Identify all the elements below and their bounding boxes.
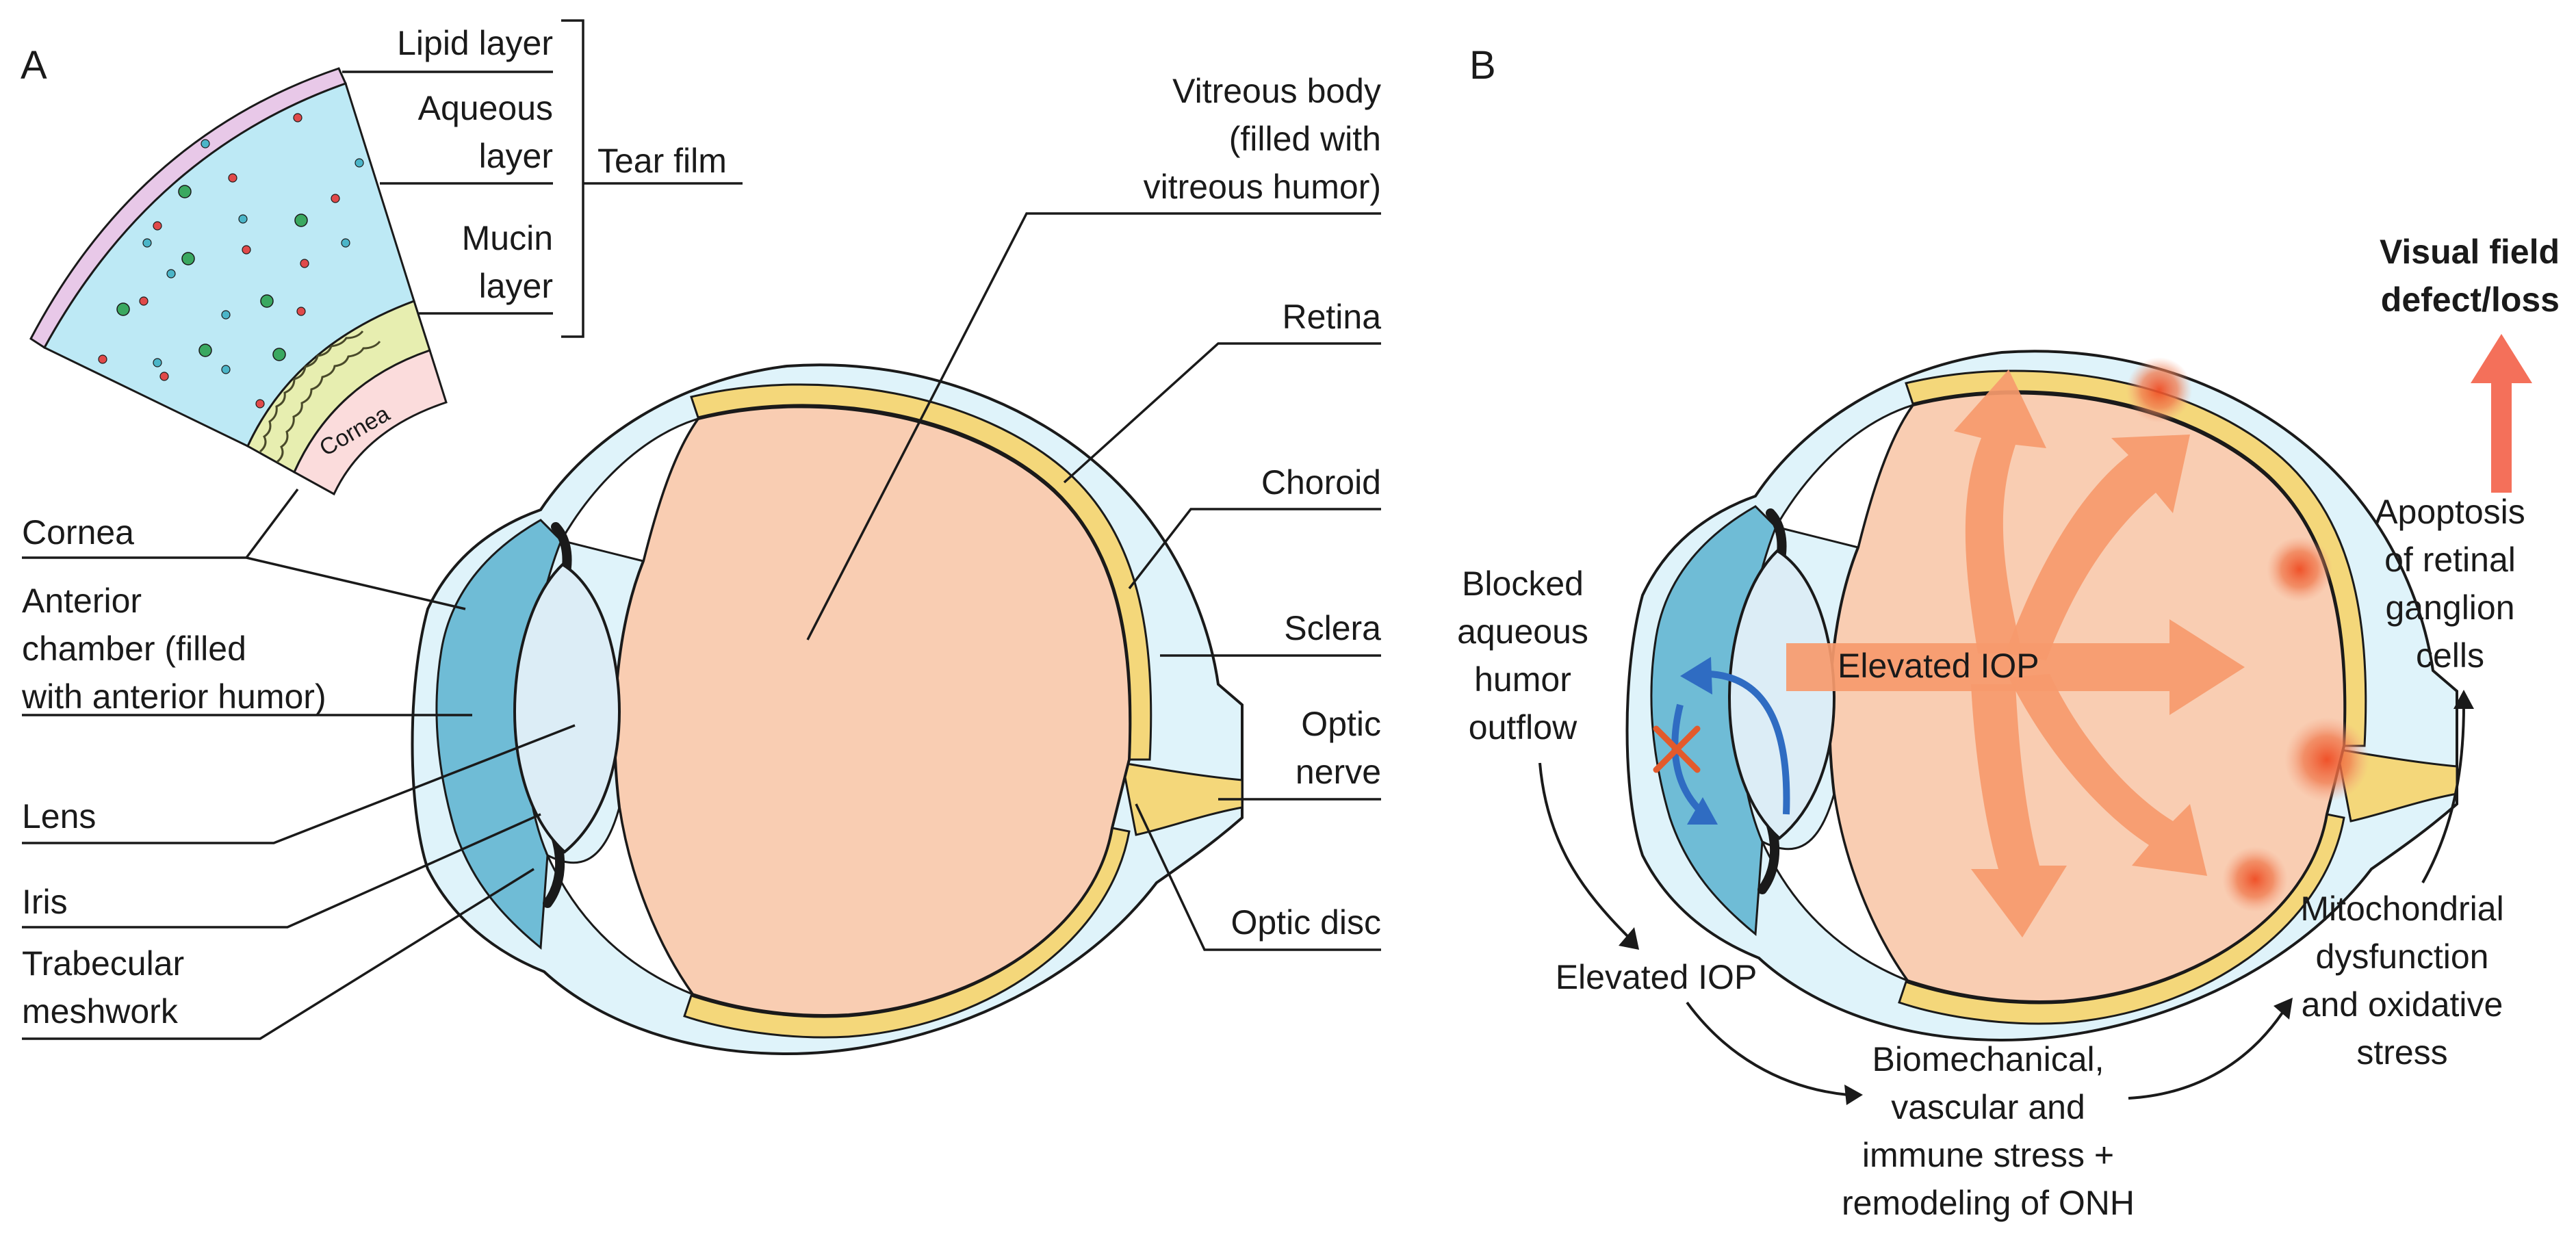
tear-film-inset: Cornea (29, 67, 448, 496)
rgc-damage-hotspots (2126, 357, 2369, 912)
retina-label: Retina (1282, 298, 1381, 336)
eye-a (411, 363, 1244, 1056)
blocked-outflow (1653, 657, 1790, 825)
biomechanical-label-2: vascular and (1891, 1088, 2085, 1126)
right-labels-a: Vitreous body (filled with vitreous humo… (806, 72, 1381, 951)
block-x-icon (1653, 725, 1701, 773)
mitochondrial-label-3: and oxidative (2302, 985, 2503, 1024)
apoptosis-label-4: cells (2416, 636, 2484, 675)
mucin-layer-label-1: Mucin (462, 219, 553, 257)
elevated-iop-label: Elevated IOP (1556, 958, 1757, 996)
apoptosis-label-3: ganglion (2385, 588, 2514, 627)
vitreous-body-a (613, 405, 1132, 1017)
panel-b-label: B (1469, 43, 1496, 88)
trabecular-label-1: Trabecular (22, 944, 184, 983)
iop-arrow-up-right (2005, 435, 2190, 660)
apoptosis-label-2: of retinal (2384, 541, 2516, 579)
aqueous-flow-arrowhead (1680, 657, 1712, 695)
ciliary-body-a-lower (545, 807, 696, 997)
blocked-label-2: aqueous (1457, 612, 1588, 651)
left-labels-a: Cornea Anterior chamber (filled with ant… (21, 488, 576, 1040)
pathway-arrowheads (1619, 690, 2474, 1105)
optic-nerve-a (1121, 762, 1244, 836)
mitochondrial-label-1: Mitochondrial (2300, 890, 2503, 928)
arrow-biomech-to-mito (2128, 1011, 2284, 1100)
hotspot-1 (2126, 357, 2192, 423)
mitochondrial-label-4: stress (2356, 1033, 2447, 1072)
ciliary-body-b-upper (1774, 403, 1916, 549)
vitreous-label-3: vitreous humor) (1144, 168, 1381, 206)
iop-arrow-down-left (1971, 684, 2067, 937)
tear-particles (98, 113, 364, 409)
panel-a-label: A (21, 43, 47, 88)
hotspot-2 (2267, 536, 2332, 602)
vitreous-label-1: Vitreous body (1172, 72, 1381, 110)
vitreous-body-b (1828, 391, 2347, 1003)
apoptosis-label-1: Apoptosis (2375, 493, 2525, 531)
aqueous-layer-label-1: Aqueous (418, 89, 553, 127)
anterior-chamber-label-1: Anterior (22, 582, 142, 620)
hotspot-3 (2284, 717, 2369, 802)
iop-pressure-arrows (1786, 370, 2245, 937)
mucin-layer-label-2: layer (479, 267, 553, 305)
lipid-layer-label: Lipid layer (397, 24, 553, 62)
pathway-arrows (1538, 704, 2465, 1100)
tear-film-labels: Lipid layer Aqueous layer Mucin layer Te… (342, 19, 743, 338)
cornea-inset-band (293, 349, 448, 496)
biomechanical-label-4: remodeling of ONH (1842, 1184, 2135, 1222)
iop-arrow-up-left (1954, 370, 2046, 653)
blocked-label-4: outflow (1469, 708, 1577, 747)
tear-film-label: Tear film (597, 142, 727, 180)
anterior-chamber-label-2: chamber (filled (22, 630, 246, 668)
optic-nerve-label-2: nerve (1296, 753, 1381, 791)
blocked-label-1: Blocked (1462, 565, 1584, 603)
aqueous-flow-down-arrow (1671, 703, 1707, 817)
lens-a (513, 562, 621, 854)
iris-label: Iris (22, 883, 68, 921)
tear-film-bracket (561, 19, 584, 338)
mucin-wavy-pattern-2 (276, 341, 381, 463)
optic-disc-label: Optic disc (1231, 903, 1381, 942)
mucin-wavy-pattern (259, 331, 364, 453)
retina-choroid-a (690, 383, 1152, 761)
arrow-iop-to-biomech (1686, 1001, 1849, 1096)
pathway-labels: Apoptosis of retinal ganglion cells Bloc… (1457, 493, 2525, 1222)
iop-arrow-right (1786, 619, 2245, 715)
biomechanical-label-3: immune stress + (1862, 1136, 2114, 1174)
trabecular-label-2: meshwork (22, 992, 179, 1031)
aqueous-flow-down-arrowhead (1687, 797, 1718, 825)
biomechanical-label-1: Biomechanical, (1872, 1040, 2104, 1078)
arrow-blocked-to-iop (1538, 762, 1630, 939)
mitochondrial-label-2: dysfunction (2316, 937, 2489, 976)
blocked-label-3: humor (1474, 660, 1571, 699)
elevated-iop-center-label: Elevated IOP (1838, 647, 2039, 685)
arrow-mito-to-apoptosis (2421, 704, 2465, 883)
lens-label: Lens (22, 797, 96, 835)
choroid-label: Choroid (1261, 463, 1381, 502)
visual-field-label-2: defect/loss (2381, 281, 2560, 319)
vitreous-label-2: (filled with (1229, 120, 1381, 158)
visual-field-label-1: Visual field (2380, 233, 2560, 271)
visual-field-arrow (2471, 334, 2532, 493)
aqueous-flow-arrow (1697, 670, 1790, 815)
ciliary-body-a-upper (559, 417, 701, 562)
iop-arrow-down-right (2009, 674, 2207, 876)
cornea-label: Cornea (22, 513, 134, 552)
hotspot-4 (2222, 846, 2288, 912)
sclera-label: Sclera (1284, 609, 1381, 647)
anterior-chamber-label-3: with anterior humor) (21, 677, 326, 716)
ciliary-body-b-lower (1760, 793, 1911, 983)
aqueous-layer-label-2: layer (479, 137, 553, 175)
optic-nerve-label-1: Optic (1301, 705, 1381, 743)
